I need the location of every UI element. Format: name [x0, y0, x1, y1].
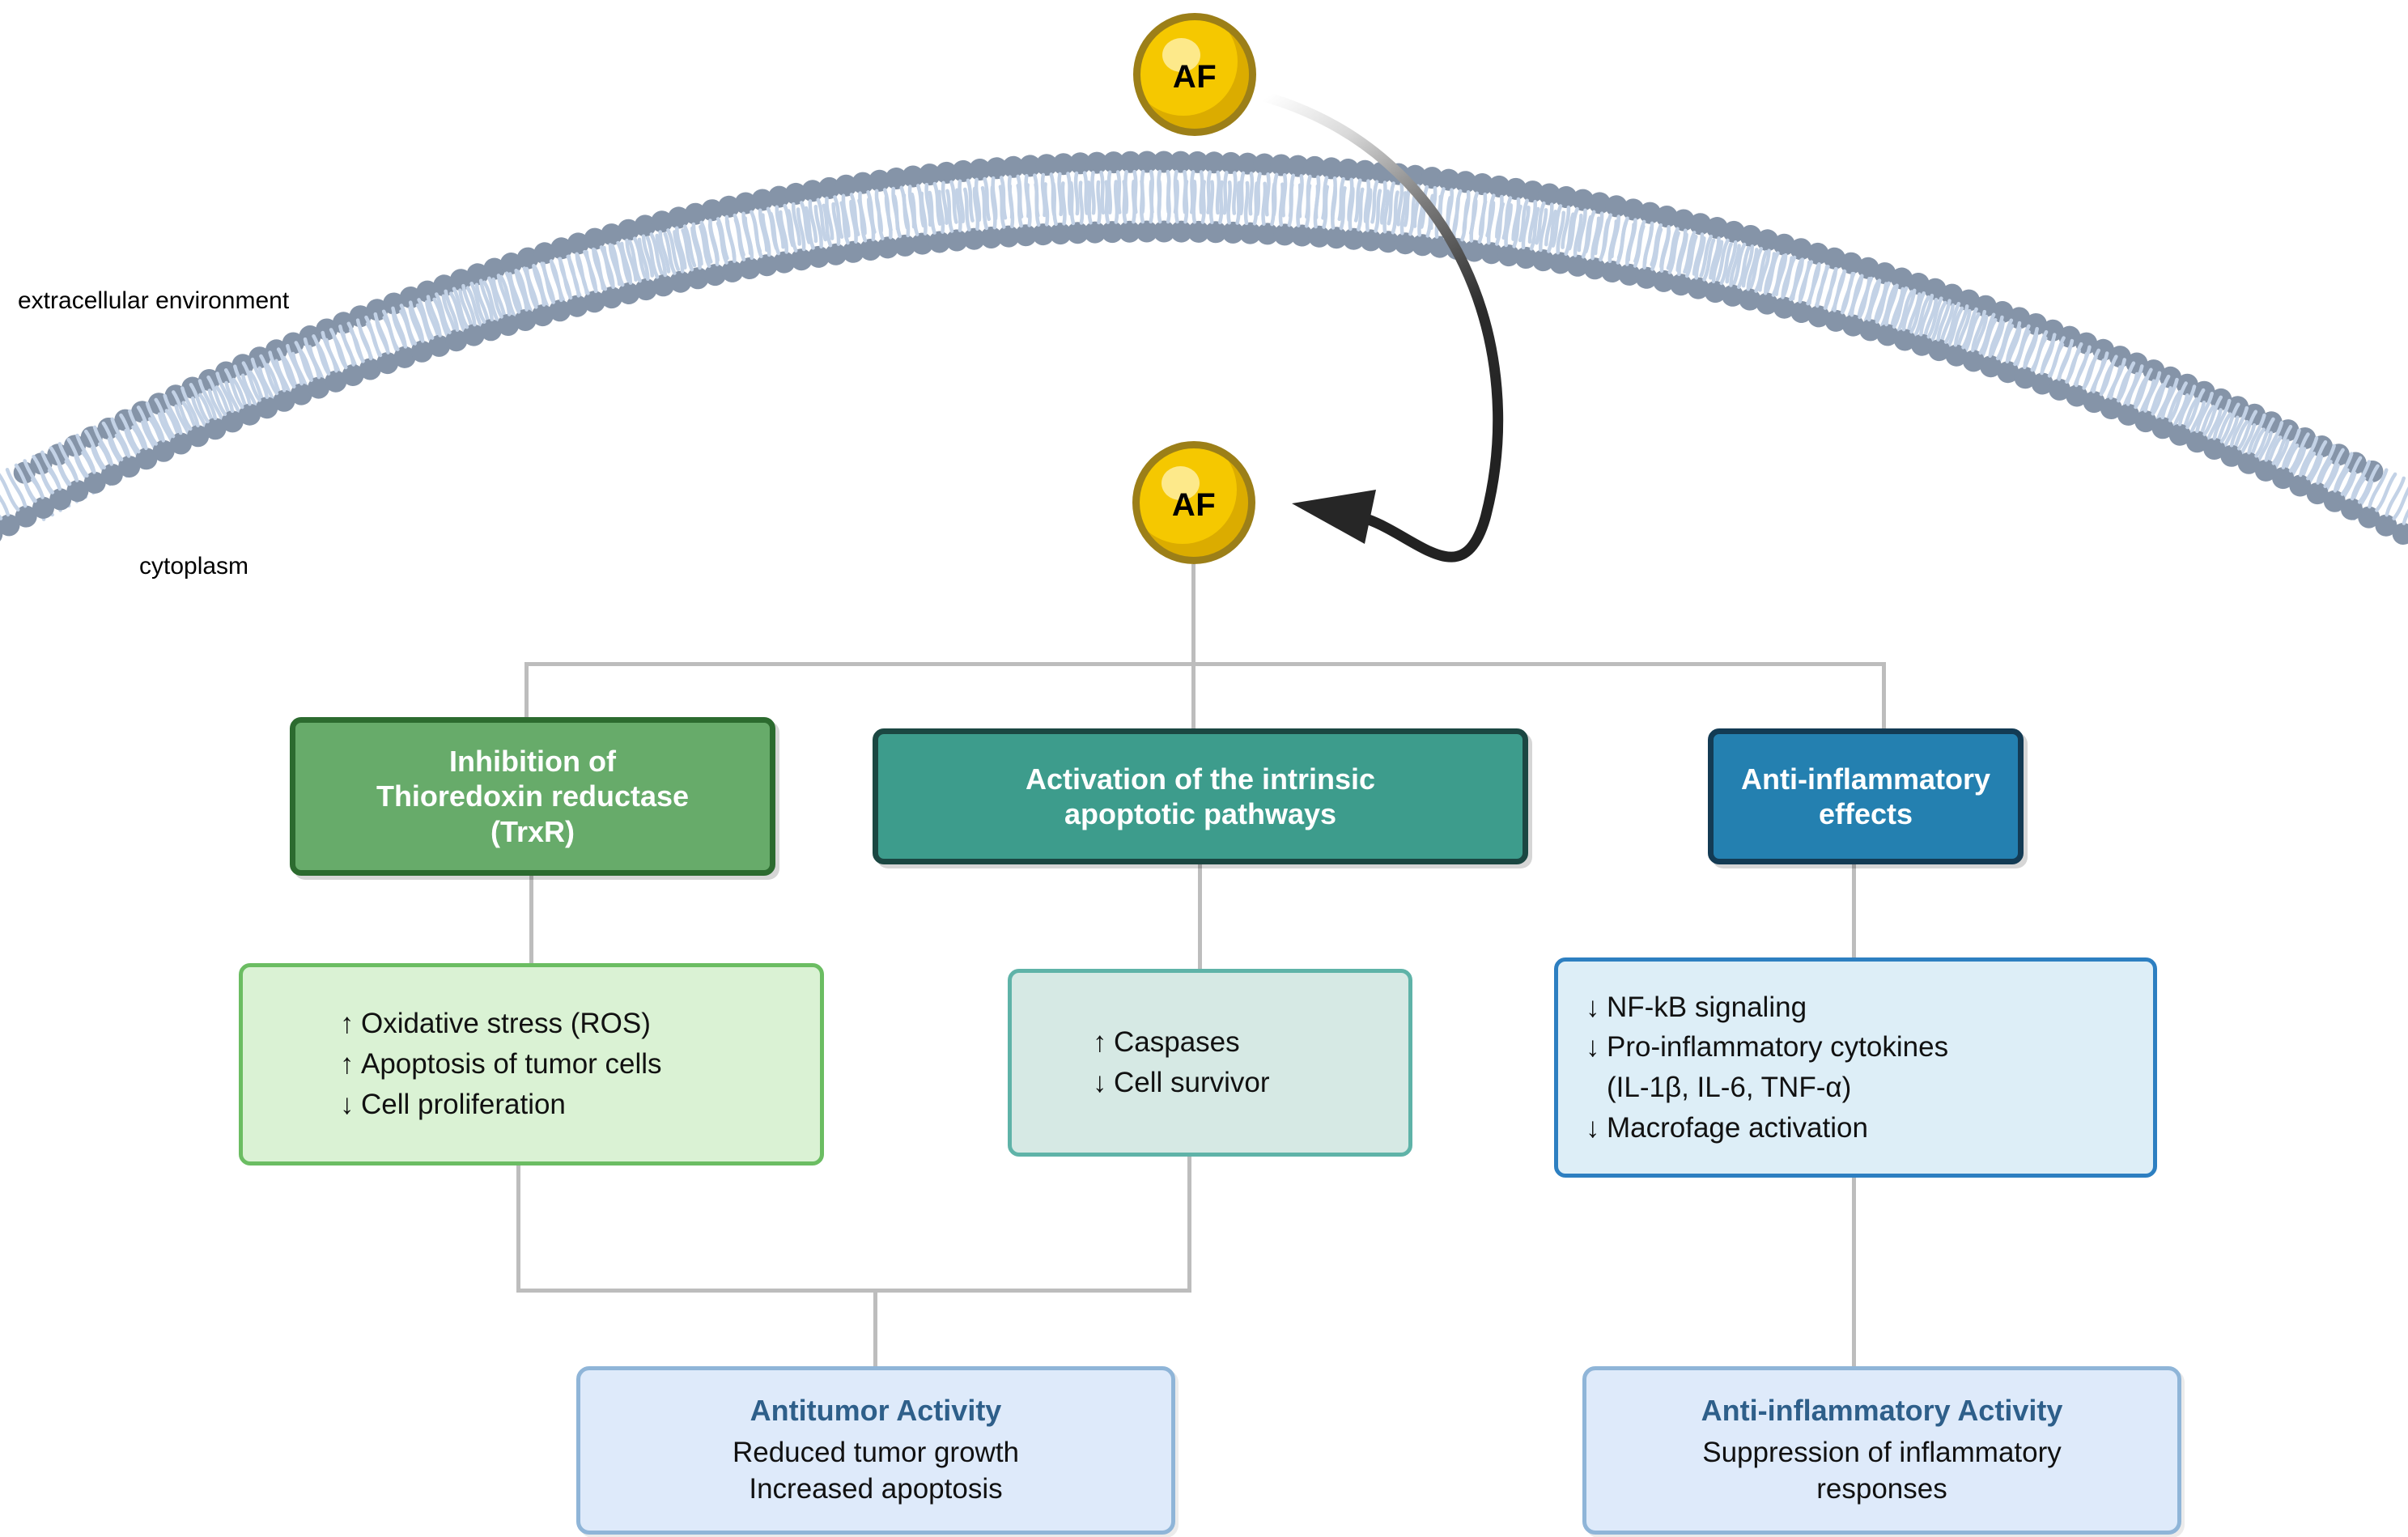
af-molecule-extracellular[interactable]: AF — [1133, 13, 1256, 136]
node-oxidative-stress-effects[interactable]: ↑Oxidative stress (ROS) ↑Apoptosis of tu… — [239, 963, 824, 1165]
af-label-outside: AF — [1172, 59, 1217, 95]
connector-to-antiinflammatory — [1882, 662, 1886, 730]
node-anti-inflammatory-activity[interactable]: Anti-inflammatory Activity Suppression o… — [1582, 1366, 2181, 1535]
up-arrow-icon: ↑ — [340, 1008, 355, 1040]
node-title-line: Thioredoxin reductase — [376, 779, 690, 813]
highlight-icon — [1162, 38, 1200, 72]
connector-antiinflam-to-nfkb — [1852, 864, 1856, 959]
down-arrow-icon: ↓ — [340, 1088, 355, 1120]
detail-text: Pro-inflammatory cytokines — [1607, 1031, 1949, 1064]
transport-arrow — [1261, 91, 1504, 563]
detail-row: ↑Apoptosis of tumor cells — [340, 1044, 662, 1085]
connector-apoptosis-to-caspases — [1198, 864, 1202, 970]
node-nfkb-cytokines-macrophage[interactable]: ↓NF-kB signaling ↓Pro-inflammatory cytok… — [1554, 957, 2157, 1178]
down-arrow-icon: ↓ — [1586, 1031, 1600, 1064]
connector-caspases-down — [1187, 1157, 1191, 1291]
node-inhibition-of-trxr[interactable]: Inhibition of Thioredoxin reductase (Trx… — [290, 717, 775, 876]
detail-row: ↓NF-kB signaling — [1586, 987, 1807, 1028]
highlight-icon — [1162, 466, 1200, 500]
node-antitumor-activity[interactable]: Antitumor Activity Reduced tumor growth … — [576, 1366, 1175, 1535]
detail-row: ↑Oxidative stress (ROS) — [340, 1004, 651, 1044]
outcome-title: Antitumor Activity — [750, 1393, 1002, 1427]
detail-row: ↓Macrofage activation — [1586, 1108, 1868, 1149]
connector-to-apoptosis — [1191, 662, 1196, 730]
detail-text: Oxidative stress (ROS) — [361, 1008, 651, 1040]
detail-row: ↓Cell proliferation — [340, 1085, 566, 1125]
node-title-line: effects — [1818, 797, 1913, 830]
af-molecule-cytoplasmic[interactable]: AF — [1132, 441, 1255, 564]
outcome-body-line: Reduced tumor growth — [732, 1436, 1020, 1468]
detail-text: (IL-1β, IL-6, TNF-α) — [1607, 1072, 1852, 1103]
node-title-line: Anti-inflammatory — [1740, 762, 1991, 796]
node-title-line: apoptotic pathways — [1064, 797, 1337, 830]
detail-row: ↓Cell survivor — [1093, 1063, 1270, 1103]
up-arrow-icon: ↑ — [1093, 1026, 1107, 1059]
cytoplasm-label: cytoplasm — [139, 553, 249, 580]
outcome-title: Anti-inflammatory Activity — [1701, 1393, 2063, 1427]
outcome-body-line: Increased apoptosis — [749, 1472, 1003, 1505]
detail-text: Macrofage activation — [1607, 1111, 1868, 1144]
node-activation-intrinsic-apoptotic-pathways[interactable]: Activation of the intrinsic apoptotic pa… — [873, 728, 1528, 864]
connector-to-antitumor — [873, 1289, 877, 1369]
node-title-line: Inhibition of — [449, 745, 616, 779]
outcome-body: Suppression of inflammatory responses — [1702, 1435, 2062, 1508]
af-label-inside: AF — [1171, 487, 1217, 523]
down-arrow-icon: ↓ — [1093, 1067, 1107, 1098]
detail-row: ↑Caspases — [1093, 1022, 1240, 1063]
detail-text: NF-kB signaling — [1607, 991, 1807, 1023]
connector-top-bus — [524, 662, 1886, 666]
outcome-body-line: Suppression of inflammatory — [1702, 1436, 2062, 1468]
connector-to-trxr — [524, 662, 529, 719]
connector-ros-down — [516, 1165, 520, 1291]
detail-text: Cell proliferation — [361, 1088, 566, 1120]
node-title-line: (TrxR) — [490, 814, 575, 848]
connector-bottom-bus — [516, 1289, 1191, 1293]
node-title-line: Activation of the intrinsic — [1025, 762, 1376, 796]
detail-text: Cell survivor — [1114, 1067, 1270, 1098]
connector-trxr-to-ros — [529, 876, 533, 965]
up-arrow-icon: ↑ — [340, 1048, 355, 1081]
down-arrow-icon: ↓ — [1586, 991, 1600, 1023]
outcome-body-line: responses — [1816, 1472, 1947, 1505]
connector-nfkb-to-antiinflam-activity — [1852, 1178, 1856, 1369]
down-arrow-icon: ↓ — [1586, 1111, 1600, 1144]
detail-row-continuation: (IL-1β, IL-6, TNF-α) — [1586, 1068, 1851, 1108]
node-anti-inflammatory-effects[interactable]: Anti-inflammatory effects — [1708, 728, 2024, 864]
node-caspases-cell-survivor[interactable]: ↑Caspases ↓Cell survivor — [1008, 969, 1412, 1157]
detail-row: ↓Pro-inflammatory cytokines — [1586, 1027, 1948, 1068]
extracellular-environment-label: extracellular environment — [18, 287, 290, 314]
connector-af-down — [1191, 564, 1196, 665]
detail-text: Apoptosis of tumor cells — [361, 1048, 662, 1081]
detail-text: Caspases — [1114, 1026, 1240, 1059]
outcome-body: Reduced tumor growth Increased apoptosis — [733, 1435, 1019, 1508]
